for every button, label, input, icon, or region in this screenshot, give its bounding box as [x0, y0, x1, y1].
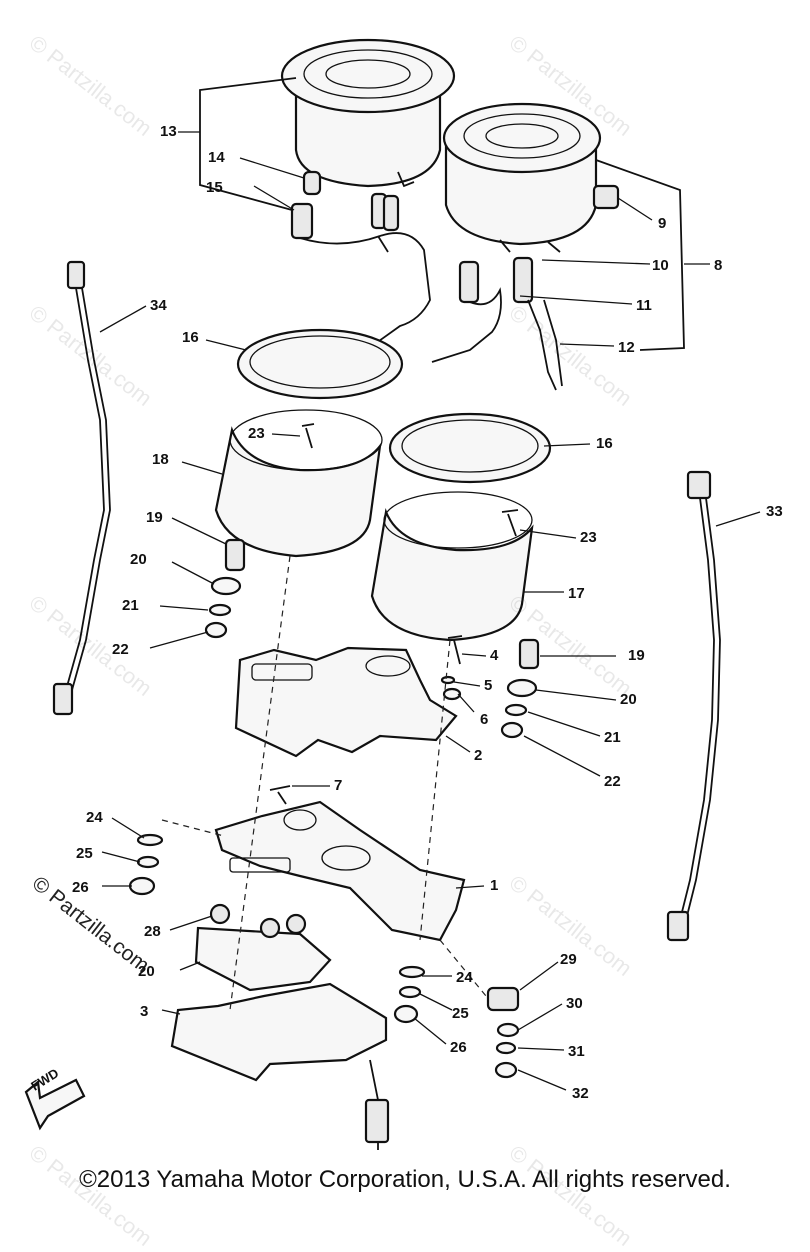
alignment-lines [161, 555, 487, 1011]
callout-14: 14 [208, 149, 225, 166]
callout-11: 11 [636, 297, 652, 314]
callout-32: 32 [572, 1085, 589, 1102]
group-bracket-13 [199, 77, 297, 211]
callout-22: 22 [112, 641, 129, 658]
screw-7 [269, 785, 291, 805]
callout-23: 23 [248, 425, 265, 442]
callout-26: 26 [72, 879, 89, 896]
callout-4: 4 [490, 647, 499, 664]
callout-28: 28 [144, 923, 161, 940]
callout-1: 1 [490, 877, 499, 894]
tachometer-gauge [280, 38, 456, 188]
mount-hardware [486, 986, 520, 1079]
callout-7: 7 [334, 777, 343, 794]
callout-22: 22 [604, 773, 621, 790]
callout-8: 8 [714, 257, 723, 274]
tach-cable [52, 260, 111, 716]
meter-bracket [234, 646, 458, 758]
leader-lines [99, 131, 761, 1091]
callout-20: 20 [130, 551, 147, 568]
callout-16: 16 [182, 329, 199, 346]
callout-6: 6 [480, 711, 489, 728]
handlebar-plate [214, 800, 466, 942]
speedo-bulb-sockets [431, 256, 563, 391]
speedo-cable [666, 470, 721, 942]
right-hardware [440, 509, 540, 739]
callout-33: 33 [766, 503, 783, 520]
callout-15: 15 [206, 179, 223, 196]
callout-21: 21 [604, 729, 621, 746]
left-plate-hardware [128, 833, 164, 896]
callout-20: 20 [620, 691, 637, 708]
callout-30: 30 [566, 995, 583, 1012]
group-bracket-8 [595, 159, 685, 351]
bottom-cover [170, 982, 390, 1150]
callout-25: 25 [76, 845, 93, 862]
callout-29: 29 [560, 951, 577, 968]
callout-20-indicator: 20 [138, 963, 155, 980]
callout-34: 34 [150, 297, 167, 314]
copyright-notice: ©2013 Yamaha Motor Corporation, U.S.A. A… [79, 1166, 731, 1193]
callout-31: 31 [568, 1043, 585, 1060]
callout-12: 12 [618, 339, 635, 356]
callout-5: 5 [484, 677, 493, 694]
callout-3: 3 [140, 1003, 149, 1020]
callout-19: 19 [628, 647, 645, 664]
callout-9: 9 [658, 215, 667, 232]
callout-23: 23 [580, 529, 597, 546]
callout-2: 2 [474, 747, 483, 764]
callout-19: 19 [146, 509, 163, 526]
fwd-arrow [24, 1078, 86, 1131]
callout-21: 21 [122, 597, 139, 614]
callout-24: 24 [456, 969, 473, 986]
callout-17: 17 [568, 585, 585, 602]
tach-bulb-sockets [290, 170, 431, 347]
callout-25: 25 [452, 1005, 469, 1022]
seal-rings [236, 328, 552, 484]
left-hardware [204, 423, 315, 639]
callout-10: 10 [652, 257, 669, 274]
callout-26: 26 [450, 1039, 467, 1056]
callout-18: 18 [152, 451, 169, 468]
callout-24: 24 [86, 809, 103, 826]
exploded-parts-diagram [24, 38, 761, 1150]
meter-cases [214, 409, 534, 642]
callout-13: 13 [160, 123, 177, 140]
callout-16: 16 [596, 435, 613, 452]
right-plate-hardware [393, 965, 426, 1024]
speedometer-gauge [442, 102, 620, 253]
indicator-unit [194, 903, 332, 992]
